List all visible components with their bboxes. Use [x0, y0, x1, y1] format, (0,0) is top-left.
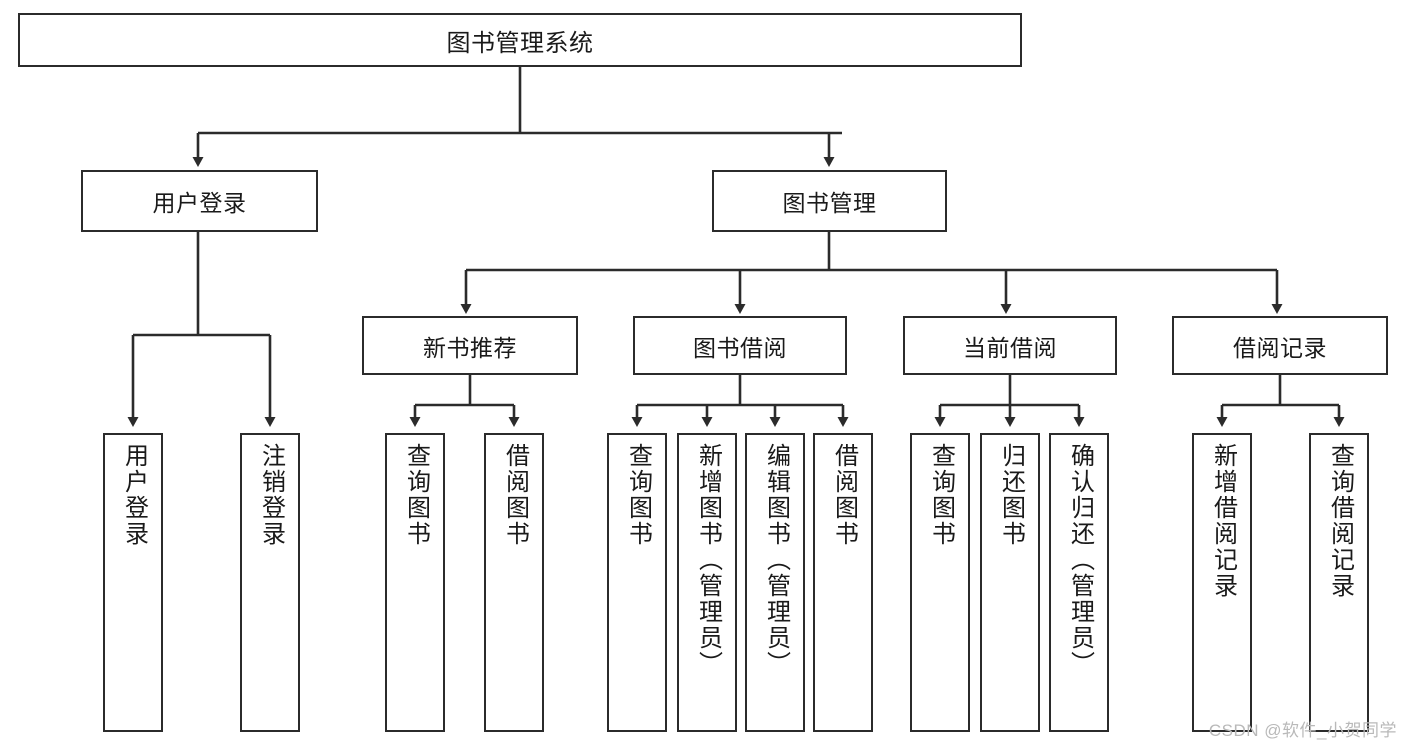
leaf-current-borrow-return-book[interactable]: 归还图书	[980, 433, 1040, 732]
node-root-label: 图书管理系统	[446, 29, 594, 57]
leaf-book-borrow-query-book[interactable]: 查询图书	[607, 433, 667, 732]
node-current-borrow[interactable]: 当前借阅	[903, 316, 1117, 375]
node-borrow-records[interactable]: 借阅记录	[1172, 316, 1388, 375]
node-user-login[interactable]: 用户登录	[81, 170, 318, 232]
node-root[interactable]: 图书管理系统	[18, 13, 1022, 67]
node-borrow-records-label: 借阅记录	[1233, 334, 1327, 361]
node-book-management-label: 图书管理	[782, 190, 877, 216]
node-book-borrow-label: 图书借阅	[693, 334, 787, 361]
leaf-label: 新增借阅记录	[1209, 443, 1237, 599]
leaf-new-book-query-book[interactable]: 查询图书	[385, 433, 445, 732]
leaf-borrow-records-add-record[interactable]: 新增借阅记录	[1192, 433, 1252, 732]
leaf-label: 查询图书	[402, 443, 430, 547]
leaf-label: 新增图书（管理员）	[694, 443, 722, 677]
leaf-label: 借阅图书	[501, 443, 529, 547]
leaf-book-borrow-edit-book[interactable]: 编辑图书（管理员）	[745, 433, 805, 732]
node-book-management[interactable]: 图书管理	[712, 170, 947, 232]
leaf-label: 查询图书	[927, 443, 955, 547]
leaf-label: 查询借阅记录	[1326, 443, 1354, 599]
leaf-label: 查询图书	[624, 443, 652, 547]
leaf-current-borrow-query-book[interactable]: 查询图书	[910, 433, 970, 732]
leaf-label: 用户登录	[120, 443, 148, 547]
leaf-label: 编辑图书（管理员）	[762, 443, 790, 677]
leaf-borrow-records-query-record[interactable]: 查询借阅记录	[1309, 433, 1369, 732]
leaf-label: 注销登录	[257, 443, 285, 547]
node-new-book-recommend[interactable]: 新书推荐	[362, 316, 578, 375]
leaf-current-borrow-confirm-return[interactable]: 确认归还（管理员）	[1049, 433, 1109, 732]
leaf-label: 确认归还（管理员）	[1066, 443, 1094, 677]
node-user-login-label: 用户登录	[152, 190, 247, 216]
node-current-borrow-label: 当前借阅	[963, 334, 1057, 361]
node-book-borrow[interactable]: 图书借阅	[633, 316, 847, 375]
leaf-label: 归还图书	[997, 443, 1025, 547]
leaf-user-login-logout[interactable]: 注销登录	[240, 433, 300, 732]
leaf-user-login-login[interactable]: 用户登录	[103, 433, 163, 732]
leaf-label: 借阅图书	[830, 443, 858, 547]
leaf-book-borrow-borrow-book[interactable]: 借阅图书	[813, 433, 873, 732]
leaf-new-book-borrow-book[interactable]: 借阅图书	[484, 433, 544, 732]
leaf-book-borrow-add-book[interactable]: 新增图书（管理员）	[677, 433, 737, 732]
node-new-book-recommend-label: 新书推荐	[423, 334, 517, 361]
